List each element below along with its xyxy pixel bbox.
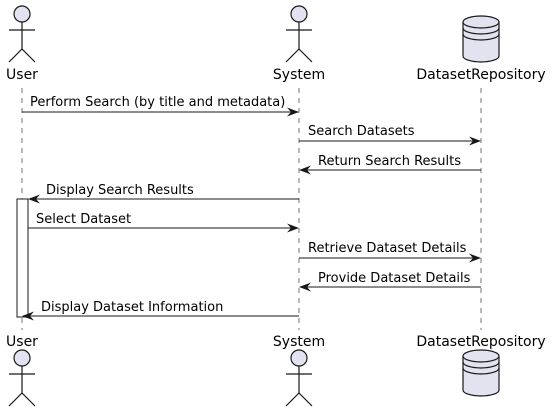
- message-1: Perform Search (by title and metadata): [22, 95, 299, 117]
- participant-label: DatasetRepository: [416, 334, 545, 350]
- arrowhead: [287, 223, 299, 233]
- activation-bar-user: [16, 198, 29, 318]
- arrowhead: [22, 311, 34, 321]
- message-2: Search Datasets: [299, 124, 481, 146]
- participant-label: System: [273, 334, 325, 350]
- arrowhead: [469, 136, 481, 146]
- participant-system-top: System: [273, 5, 325, 83]
- participant-label: User: [6, 334, 38, 350]
- actor-icon: [8, 5, 36, 63]
- participant-label: DatasetRepository: [416, 67, 545, 83]
- database-icon: [462, 349, 500, 397]
- participant-repo-bottom: DatasetRepository: [416, 334, 546, 397]
- message-4: Display Search Results: [28, 183, 299, 204]
- message-label: Display Search Results: [46, 183, 194, 198]
- message-5: Select Dataset: [28, 212, 299, 233]
- message-label: Return Search Results: [318, 154, 461, 169]
- message-3: Return Search Results: [299, 154, 481, 175]
- message-7: Provide Dataset Details: [299, 271, 481, 292]
- participant-label: System: [273, 67, 325, 83]
- message-label: Retrieve Dataset Details: [308, 241, 467, 256]
- message-label: Select Dataset: [36, 212, 131, 227]
- participant-repo-top: DatasetRepository: [416, 15, 546, 83]
- participant-label: User: [6, 67, 38, 83]
- database-icon: [462, 15, 500, 63]
- message-label: Perform Search (by title and metadata): [30, 95, 285, 110]
- arrowhead: [299, 165, 311, 175]
- message-8: Display Dataset Information: [22, 300, 299, 321]
- message-label: Search Datasets: [308, 124, 415, 139]
- arrowhead: [299, 282, 311, 292]
- actor-icon: [8, 349, 36, 407]
- message-label: Display Dataset Information: [41, 300, 223, 315]
- message-6: Retrieve Dataset Details: [299, 241, 481, 263]
- actor-icon: [285, 5, 313, 63]
- participant-user-bottom: User: [6, 334, 38, 407]
- arrowhead: [287, 107, 299, 117]
- actor-icon: [285, 349, 313, 407]
- arrowhead: [469, 253, 481, 263]
- arrowhead: [28, 194, 40, 204]
- message-label: Provide Dataset Details: [318, 271, 471, 286]
- participant-system-bottom: System: [273, 334, 325, 407]
- participant-user-top: User: [6, 5, 38, 83]
